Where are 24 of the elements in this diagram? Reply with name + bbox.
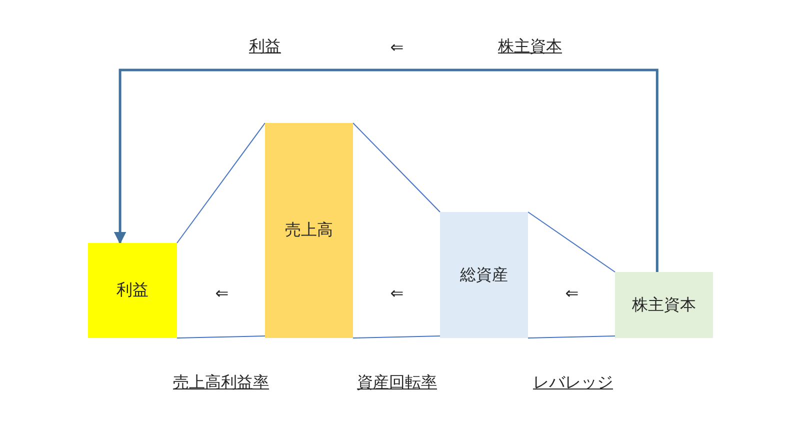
connector-line <box>352 122 440 212</box>
box-label: 売上高 <box>285 220 333 241</box>
ratio-label: 資産回転率 <box>357 372 437 394</box>
connector-line <box>528 212 616 272</box>
connector-line <box>528 336 616 338</box>
ratio-label: 利益 <box>249 36 281 58</box>
box-label: 総資産 <box>460 264 508 286</box>
arrow-symbol: ⇐ <box>390 284 404 302</box>
arrow-symbol: ⇐ <box>390 38 404 56</box>
ratio-label: 株主資本 <box>498 36 562 58</box>
arrow <box>114 68 658 272</box>
bar-box <box>88 243 177 338</box>
ratio-label: 売上高利益率 <box>173 372 269 394</box>
connector-line <box>176 122 266 244</box>
bar-box <box>615 272 713 338</box>
box-label: 利益 <box>116 280 148 301</box>
ratio-label: レバレッジ <box>533 372 613 394</box>
bar-box <box>265 123 353 338</box>
connector-line <box>352 336 440 338</box>
connector-line <box>176 336 266 338</box>
bar-box <box>440 212 528 338</box>
arrow-symbol: ⇐ <box>215 284 229 302</box>
box-label: 株主資本 <box>632 294 696 316</box>
arrow-symbol: ⇐ <box>565 284 579 302</box>
